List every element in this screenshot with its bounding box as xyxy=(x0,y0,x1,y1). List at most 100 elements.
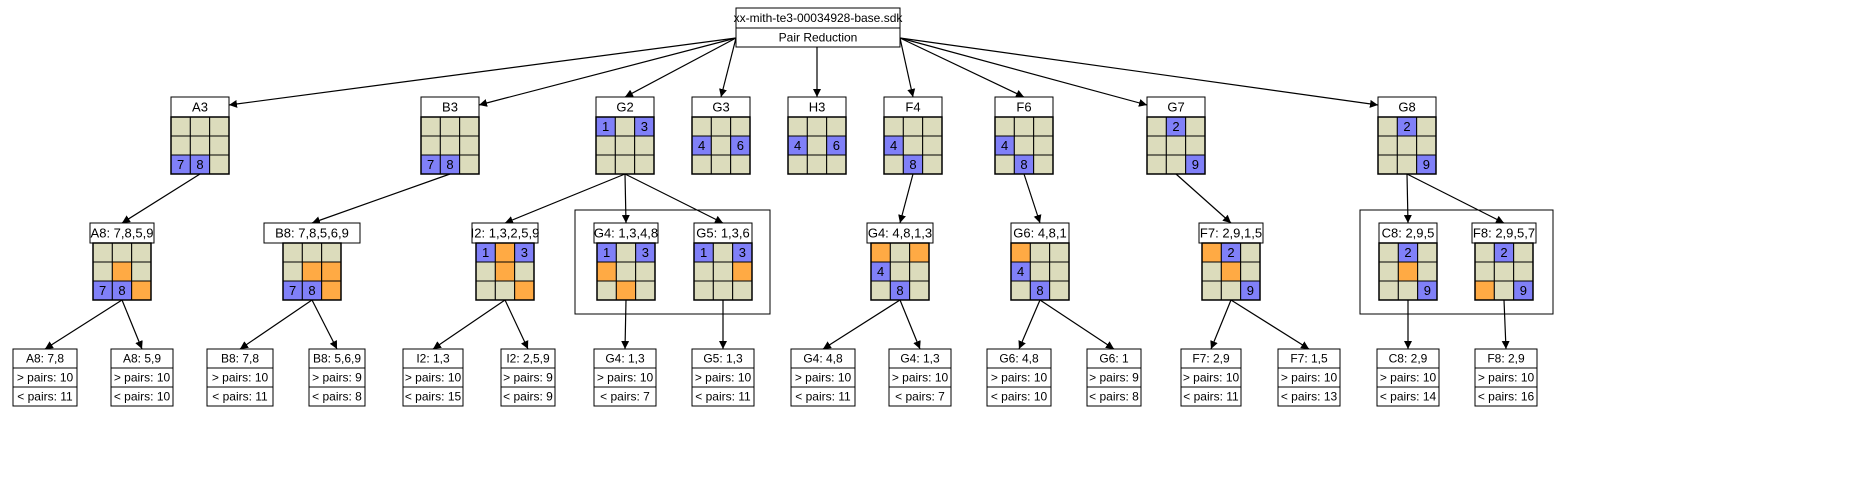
grid-cell-digit: 8 xyxy=(909,157,916,172)
grid-cell xyxy=(909,242,930,263)
grid-cell xyxy=(131,242,152,263)
grid-cell xyxy=(459,154,480,175)
grid-cell xyxy=(1220,280,1242,301)
grid-cell-digit: 3 xyxy=(521,245,528,260)
edge-A3-to-A8 xyxy=(121,173,201,224)
leaf-node-L16: F8: 2,9> pairs: 10< pairs: 16 xyxy=(1474,348,1538,407)
grid-cell xyxy=(1185,116,1206,137)
leaf-pairs-above: > pairs: 10 xyxy=(405,371,462,385)
grid-cell xyxy=(494,280,516,301)
edge-G8-to-C8 xyxy=(1403,173,1412,224)
grid-node-label: G4: 4,8,1,3 xyxy=(868,226,932,241)
leaf-pairs-above: > pairs: 10 xyxy=(1478,371,1535,385)
grid-cell xyxy=(1029,242,1051,263)
leaf-node-L6: I2: 2,5,9> pairs: 9< pairs: 9 xyxy=(500,348,556,407)
grid-cell xyxy=(321,242,342,263)
leaf-pairs-above: > pairs: 10 xyxy=(795,371,852,385)
grid-cell-digit: 2 xyxy=(1500,245,1507,260)
grid-cell-digit: 4 xyxy=(890,138,897,153)
grid-cell xyxy=(787,154,808,175)
grid-cell xyxy=(826,116,847,137)
grid-cell xyxy=(111,242,133,263)
grid-cell xyxy=(420,135,441,156)
leaf-pairs-below: < pairs: 13 xyxy=(1281,390,1338,404)
grid-cell xyxy=(635,280,656,301)
leaf-pairs-below: < pairs: 10 xyxy=(114,390,171,404)
grid-cell xyxy=(806,116,828,137)
grid-cell xyxy=(1378,280,1399,301)
grid-cell xyxy=(883,116,904,137)
grid-cell xyxy=(595,154,616,175)
grid-cell-digit: 8 xyxy=(446,157,453,172)
grid-cell-digit: 4 xyxy=(1017,264,1024,279)
grid-outline xyxy=(170,116,230,175)
grid-node-label: A8: 7,8,5,9 xyxy=(91,226,154,241)
grid-cell-digit: 7 xyxy=(289,283,296,298)
grid-cell-digit: 8 xyxy=(1020,157,1027,172)
edge-I2-to-L5 xyxy=(432,299,506,350)
leaf-title: B8: 5,6,9 xyxy=(313,352,361,366)
grid-cell xyxy=(806,135,828,156)
edge-G2-to-G4 xyxy=(621,173,630,224)
grid-cell xyxy=(614,116,636,137)
grid-cell-digit: 1 xyxy=(482,245,489,260)
grid-cell xyxy=(693,261,714,282)
grid-cell-digit: 7 xyxy=(177,157,184,172)
grid-cell xyxy=(614,135,636,156)
grid-node-F7: F7: 2,9,1,529 xyxy=(1198,222,1264,301)
grid-cell xyxy=(1397,261,1419,282)
grid-outline xyxy=(1377,116,1437,175)
grid-cell xyxy=(732,280,753,301)
edge-B8-to-L4 xyxy=(311,299,338,350)
leaf-box xyxy=(691,348,755,407)
grid-node-label: G7 xyxy=(1167,100,1184,115)
grid-outline xyxy=(1201,242,1261,301)
grid-node-C8: C8: 2,9,529 xyxy=(1378,222,1438,301)
grid-cell xyxy=(1185,135,1206,156)
leaf-pairs-below: < pairs: 10 xyxy=(991,390,1048,404)
leaf-pairs-above: > pairs: 9 xyxy=(1089,371,1139,385)
grid-cell xyxy=(1201,242,1222,263)
edge-root-to-F4 xyxy=(899,37,916,98)
grid-cell-digit: 8 xyxy=(196,157,203,172)
leaf-box xyxy=(500,348,556,407)
grid-cell-digit: 4 xyxy=(877,264,884,279)
cluster-G4-G5 xyxy=(574,209,771,315)
grid-outline xyxy=(787,116,847,175)
grid-cell xyxy=(1165,154,1187,175)
leaf-pairs-above: > pairs: 10 xyxy=(597,371,654,385)
edge-G2-to-G5 xyxy=(624,173,724,224)
grid-cell xyxy=(1416,116,1437,137)
grid-cell xyxy=(1010,280,1031,301)
grid-cell xyxy=(189,135,211,156)
grid-cell xyxy=(909,280,930,301)
grid-cell-digit: 8 xyxy=(1036,283,1043,298)
leaf-pairs-below: < pairs: 7 xyxy=(600,390,650,404)
leaf-box xyxy=(1376,348,1440,407)
grid-cell xyxy=(1033,154,1054,175)
grid-cell xyxy=(909,261,930,282)
grid-cell xyxy=(615,261,637,282)
grid-cell xyxy=(712,242,734,263)
grid-cell-digit: 9 xyxy=(1423,157,1430,172)
grid-cell-digit: 1 xyxy=(602,119,609,134)
grid-cell xyxy=(282,261,303,282)
grid-cell xyxy=(902,135,924,156)
edge-A8-to-L2 xyxy=(121,299,143,350)
grid-node-G6: G6: 4,8,148 xyxy=(1010,222,1070,301)
grid-cell xyxy=(92,242,113,263)
grid-cell xyxy=(170,135,191,156)
leaf-pairs-above: > pairs: 10 xyxy=(1380,371,1437,385)
edge-G8-to-F8 xyxy=(1406,173,1505,224)
grid-cell-digit: 3 xyxy=(739,245,746,260)
edge-A8-to-L1 xyxy=(44,299,123,350)
edge-F4-to-G4b xyxy=(898,173,914,224)
root-method: Pair Reduction xyxy=(779,31,858,45)
grid-cell xyxy=(1049,242,1070,263)
grid-cell xyxy=(691,116,712,137)
grid-node-label: G4: 1,3,4,8 xyxy=(594,226,658,241)
